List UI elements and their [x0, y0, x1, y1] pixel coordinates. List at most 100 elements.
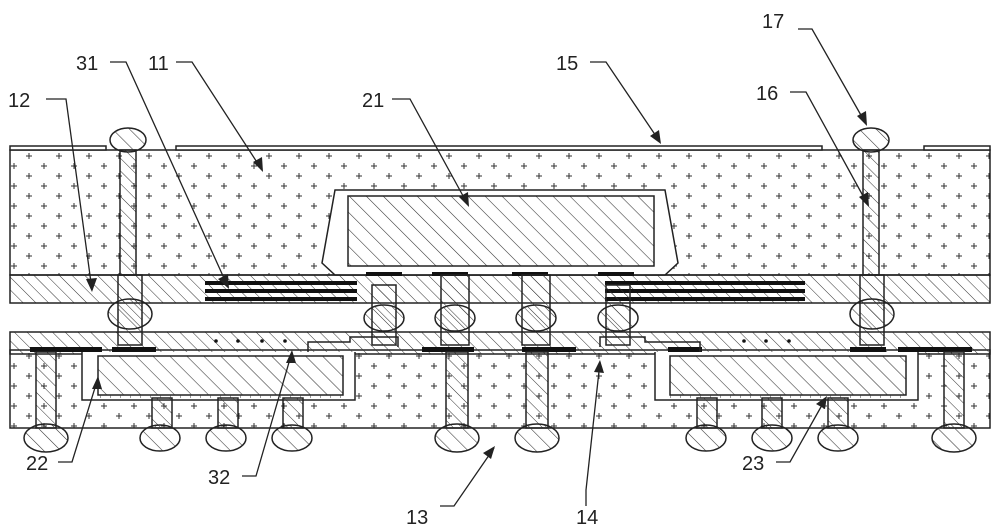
interconnect-solder-ball — [107, 298, 153, 330]
stepped-wiring-link — [599, 336, 701, 352]
interconnect-solder-ball — [597, 304, 639, 332]
bottom-layer-pad — [522, 347, 576, 352]
top-surface-metal-15 — [175, 145, 823, 151]
bottom-layer-pad — [112, 347, 156, 352]
chip-22-base — [98, 395, 343, 398]
passive-31-plate-a — [205, 281, 357, 285]
top-solder-ball-17 — [852, 127, 890, 153]
bottom-solder-ball — [205, 424, 247, 452]
bottom-via — [282, 397, 304, 429]
chip-pad — [512, 272, 548, 276]
label-32: 32 — [208, 467, 230, 489]
passive-31-plate-b — [205, 289, 357, 293]
bottom-package — [9, 331, 991, 453]
bottom-via — [151, 397, 173, 429]
bottom-solder-ball — [514, 423, 560, 453]
bottom-layer-pad — [898, 347, 972, 352]
leader-16 — [790, 91, 869, 206]
leader-15 — [590, 61, 661, 143]
leader-11 — [176, 61, 263, 171]
leader-31 — [110, 61, 229, 288]
top-surface-metal-left — [9, 145, 107, 151]
bottom-via — [445, 351, 469, 429]
chip-pad — [432, 272, 468, 276]
leader-23 — [776, 397, 827, 463]
embedded-dot-32 — [260, 339, 264, 343]
chip-21-body — [347, 195, 655, 267]
passive-right-plate-a — [605, 281, 805, 285]
leader-lines — [46, 28, 869, 507]
bottom-solder-ball — [751, 424, 793, 452]
bottom-via — [35, 351, 57, 429]
embedded-dot — [787, 339, 791, 343]
leader-21 — [392, 98, 469, 206]
chip-23-base — [670, 395, 906, 398]
chip-22 — [97, 355, 344, 396]
embedded-dot-32 — [236, 339, 240, 343]
chip-pad — [598, 272, 634, 276]
bottom-redistribution-layer-14 — [9, 331, 991, 355]
label-31: 31 — [76, 53, 98, 75]
interconnect-solder-ball — [434, 304, 476, 332]
embedded-dot — [742, 339, 746, 343]
bottom-layer-pad — [422, 347, 474, 352]
bottom-solder-ball — [434, 423, 480, 453]
interconnect-solder-ball — [363, 304, 405, 332]
arrow-22 — [92, 376, 102, 389]
chip-pad — [366, 272, 402, 276]
bottom-solder-ball — [931, 423, 977, 453]
arrow-11 — [253, 157, 263, 172]
bottom-via — [827, 397, 849, 429]
leader-14 — [585, 361, 601, 506]
label-21: 21 — [362, 90, 384, 112]
bottom-layer-pad — [668, 347, 702, 352]
arrow-31 — [218, 274, 229, 289]
bottom-via — [525, 351, 549, 429]
label-14: 14 — [576, 507, 598, 529]
through-via-16 — [862, 149, 880, 276]
label-22: 22 — [26, 453, 48, 475]
bottom-solder-ball — [817, 424, 859, 452]
arrow-17 — [857, 111, 867, 126]
bottom-layer-pad — [850, 347, 886, 352]
embedded-dot — [764, 339, 768, 343]
leader-17 — [798, 28, 867, 125]
arrow-16 — [859, 192, 869, 207]
bottom-solder-ball — [23, 423, 69, 453]
arrow-14 — [594, 360, 604, 373]
bottom-solder-ball — [139, 424, 181, 452]
arrow-15 — [650, 130, 661, 144]
interconnect-solder-ball — [849, 298, 895, 330]
interconnect-solder-ball — [515, 304, 557, 332]
label-15: 15 — [556, 53, 578, 75]
leader-22 — [58, 377, 99, 463]
embedded-dot-32 — [283, 339, 287, 343]
arrow-21 — [459, 192, 469, 207]
bottom-via — [217, 397, 239, 429]
label-12: 12 — [8, 90, 30, 112]
leader-13 — [440, 447, 495, 507]
bottom-layer-pad — [30, 347, 102, 352]
passive-right-plate-b — [605, 289, 805, 293]
bottom-via — [943, 351, 965, 429]
top-package — [9, 127, 991, 304]
embedded-dot-32 — [214, 339, 218, 343]
bottom-solder-ball — [271, 424, 313, 452]
label-13: 13 — [406, 507, 428, 529]
leader-32 — [242, 351, 293, 477]
label-16: 16 — [756, 83, 778, 105]
leader-12 — [46, 98, 93, 291]
stepped-wiring-link — [307, 336, 399, 352]
redistribution-layer-12 — [9, 274, 991, 304]
bottom-via — [761, 397, 783, 429]
bottom-solder-ball — [685, 424, 727, 452]
bottom-via — [696, 397, 718, 429]
chip-23 — [669, 355, 907, 396]
arrow-23 — [816, 396, 827, 409]
label-23: 23 — [742, 453, 764, 475]
arrow-32 — [286, 350, 296, 363]
through-via-left — [119, 149, 137, 276]
passive-31-plate-c — [205, 297, 357, 301]
reference-numerals: 12 31 11 21 15 17 16 22 32 13 14 23 — [8, 11, 784, 529]
